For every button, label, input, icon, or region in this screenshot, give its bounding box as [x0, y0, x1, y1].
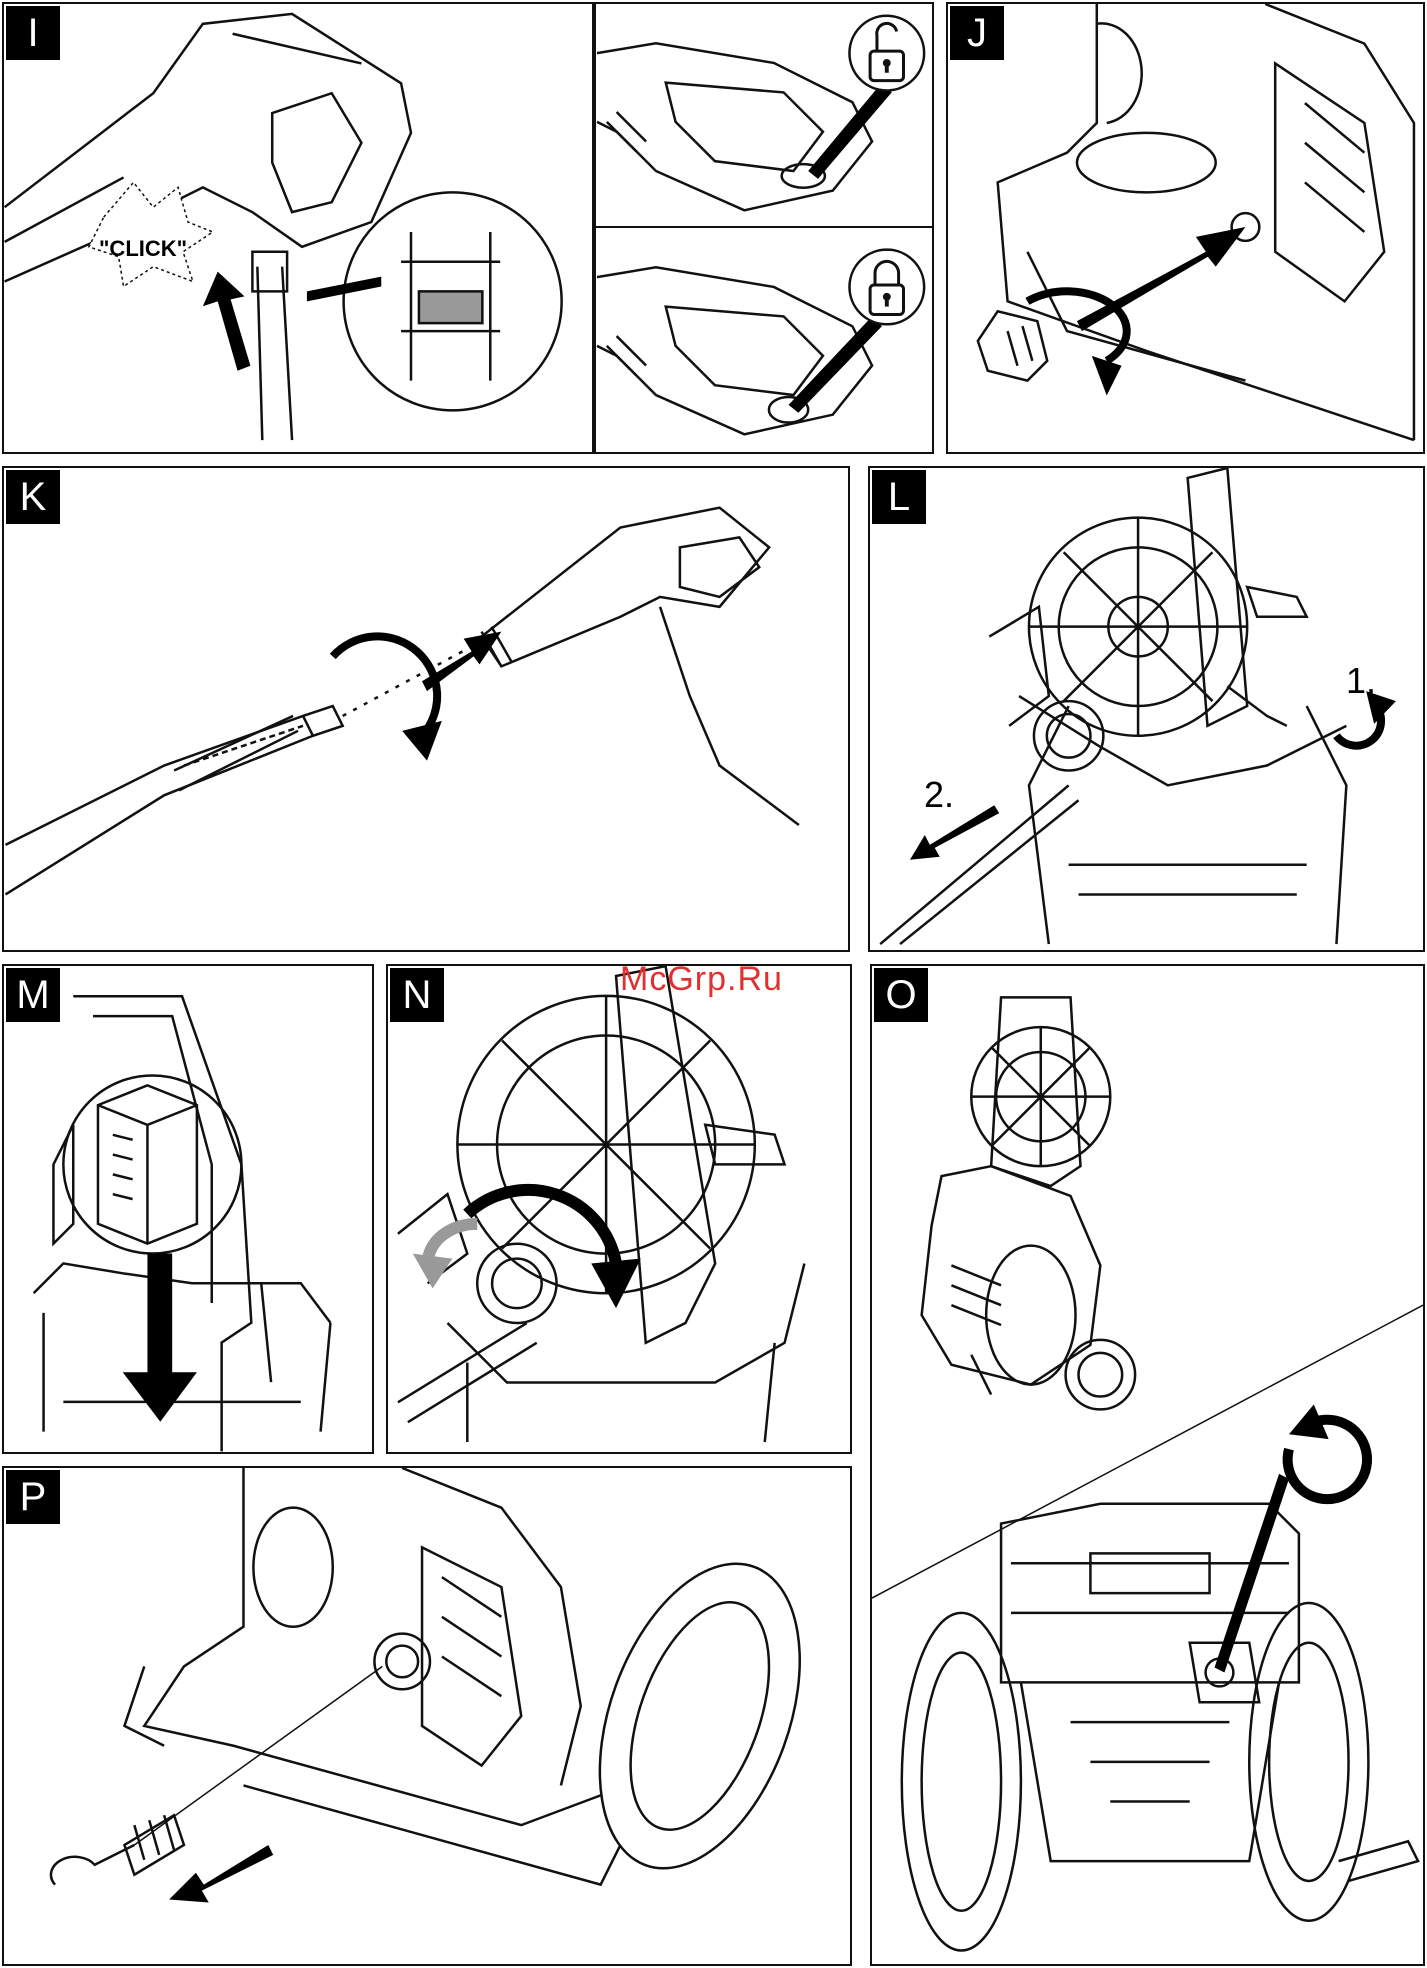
- gun-trigger-locked-illustration: [596, 228, 932, 452]
- direction-arrow-icon: [203, 272, 251, 371]
- gun-trigger-unlocked-illustration: [596, 4, 932, 226]
- panel-label-n: N: [390, 968, 444, 1022]
- drain-plug-illustration: [872, 966, 1423, 1964]
- rotate-arrow-icon: [1288, 1404, 1367, 1499]
- direction-arrow-icon: [1077, 227, 1245, 331]
- hose-reel-rewind-illustration: [388, 966, 850, 1452]
- inlet-filter-removal-illustration: [4, 1468, 850, 1964]
- panel-label-o: O: [874, 968, 928, 1022]
- panel-label-p: P: [6, 1470, 60, 1524]
- panel-label-j: J: [950, 6, 1004, 60]
- unlock-icon: [849, 16, 924, 91]
- direction-arrow-icon: [169, 1845, 273, 1903]
- step-2-label: 2.: [924, 774, 954, 816]
- panel-label-m: M: [6, 968, 60, 1022]
- direction-arrow-icon: [123, 1254, 197, 1422]
- panel-k: K: [2, 466, 850, 952]
- hose-reel-unwind-illustration: [870, 468, 1423, 950]
- panel-n: N: [386, 964, 852, 1454]
- panel-label-k: K: [6, 470, 60, 524]
- panel-o: O: [870, 964, 1425, 1966]
- panel-i-unlocked: [594, 2, 934, 228]
- step-1-label: 1.: [1346, 660, 1376, 702]
- panel-label-i: I: [6, 6, 60, 60]
- panel-m: M: [2, 964, 374, 1454]
- lance-to-gun-connection-illustration: [4, 468, 848, 950]
- lock-icon: [849, 250, 924, 325]
- detergent-bottle-insert-illustration: [4, 966, 372, 1452]
- direction-arrow-icon: [422, 632, 501, 692]
- click-text: "CLICK": [99, 236, 187, 262]
- spray-gun-connection-illustration: [4, 4, 592, 452]
- panel-l: L 1. 2.: [868, 466, 1425, 952]
- panel-i-locked: [594, 226, 934, 454]
- rotate-arrow-icon: [333, 636, 442, 760]
- panel-i: I "CLICK": [2, 2, 594, 454]
- water-inlet-connection-illustration: [948, 4, 1423, 452]
- panel-p: P: [2, 1466, 852, 1966]
- panel-label-l: L: [872, 470, 926, 524]
- watermark: McGrp.Ru: [620, 960, 783, 999]
- panel-j: J: [946, 2, 1425, 454]
